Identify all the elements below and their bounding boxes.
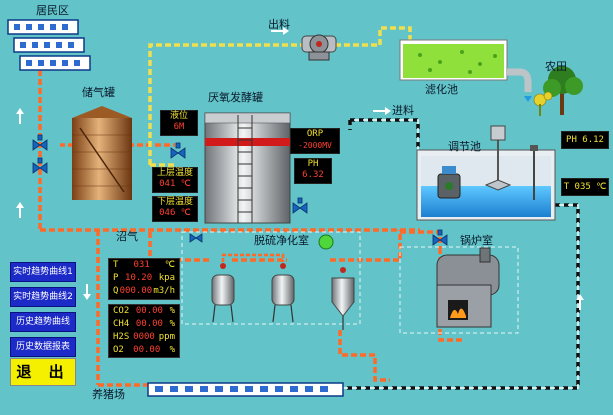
h2s-unit: ppm: [158, 332, 175, 342]
gas-flow-unit: m3/h: [153, 286, 175, 296]
level-tag: 液位 6M: [160, 110, 198, 136]
gas-temp-label: T: [113, 260, 119, 270]
gas-pressure-label: P: [113, 273, 119, 283]
desulfurization-vessels: [211, 234, 355, 330]
desulfurization-label: 脱硫净化室: [254, 234, 309, 247]
gas-temp-row: T 031 ℃: [109, 259, 179, 272]
farmland-icon: [533, 66, 583, 116]
gas-temp-value: 031: [133, 260, 150, 270]
upper-temp-value: 041 ℃: [159, 179, 191, 189]
gas-pressure-value: 10.20: [125, 273, 153, 283]
co2-unit: %: [169, 306, 175, 316]
outlet-label: 出料: [268, 18, 290, 31]
pump-icon: [301, 34, 337, 61]
pig-farm-label: 养猪场: [92, 388, 125, 401]
boiler-room-frame: [399, 246, 519, 334]
filter-pond-label: 滤化池: [425, 83, 458, 96]
exit-button[interactable]: 退 出: [10, 358, 76, 386]
history-trend-button[interactable]: 历史趋势曲线: [10, 312, 76, 332]
digester-tank: [204, 112, 291, 224]
lower-temp-tag: 下层温度 046 ℃: [152, 196, 198, 222]
realtime-trend-1-button[interactable]: 实时趋势曲线1: [10, 262, 76, 282]
orp-value: -2000MV: [298, 141, 332, 150]
ph-value: 6.32: [302, 170, 324, 180]
level-value: 6M: [173, 122, 185, 132]
regulating-pond: [416, 125, 556, 221]
co2-row: CO2 00.00%: [109, 305, 179, 318]
slurry-pipes: [148, 26, 412, 167]
upper-temp-label: 上层温度: [156, 168, 193, 178]
realtime-trend-2-button[interactable]: 实时趋势曲线2: [10, 287, 76, 307]
o2-value: 00.00: [133, 345, 161, 355]
pond-ph-tag: PH 6.12: [561, 131, 609, 149]
boiler-room-label: 锅炉室: [460, 234, 493, 247]
digester-label: 厌氧发酵罐: [208, 91, 263, 104]
gas-storage-tank: [72, 106, 132, 200]
ph-label: PH: [307, 159, 319, 169]
ch4-value: 00.00: [135, 319, 163, 329]
history-report-button[interactable]: 历史数据报表: [10, 337, 76, 357]
level-label: 液位: [169, 111, 188, 121]
upper-temp-tag: 上层温度 041 ℃: [152, 167, 198, 193]
ch4-row: CH4 00.00%: [109, 318, 179, 331]
ph-tag: PH 6.32: [294, 158, 332, 184]
lower-temp-label: 下层温度: [156, 197, 193, 207]
residential-label: 居民区: [36, 4, 69, 17]
ch4-label: CH4: [113, 319, 130, 329]
orp-label: ORP: [306, 129, 324, 139]
pond-temp-tag: T 035 ℃: [561, 178, 609, 196]
inlet-label: 进料: [392, 104, 414, 117]
pig-farm-building: [147, 382, 344, 397]
o2-row: O2 00.00%: [109, 344, 179, 357]
h2s-label: H2S: [113, 332, 130, 342]
lower-temp-value: 046 ℃: [159, 208, 191, 218]
co2-value: 00.00: [135, 306, 163, 316]
gas-storage-label: 储气罐: [82, 86, 115, 99]
biogas-label: 沼气: [116, 230, 138, 243]
desulfurization-room-frame: [181, 231, 361, 325]
gas-pressure-unit: kpa: [158, 273, 175, 283]
flow-arrows: [16, 27, 584, 310]
residential-houses: [7, 19, 91, 71]
o2-unit: %: [169, 345, 175, 355]
farmland-label: 农田: [545, 60, 567, 73]
o2-label: O2: [113, 345, 124, 355]
filter-pond: [399, 39, 532, 102]
gas-pressure-row: P 10.20 kpa: [109, 272, 179, 285]
gas-flow-value: 000.00: [119, 286, 153, 296]
co2-label: CO2: [113, 306, 130, 316]
gas-temp-unit: ℃: [164, 260, 175, 270]
valve-icons: [32, 134, 448, 246]
regulating-pond-label: 调节池: [448, 140, 481, 153]
h2s-value: 0000: [133, 332, 155, 342]
orp-tag: ORP -2000MV: [290, 128, 340, 154]
ch4-unit: %: [169, 319, 175, 329]
gas-flow-label: Q: [113, 286, 119, 296]
boiler-icon: [436, 247, 500, 328]
